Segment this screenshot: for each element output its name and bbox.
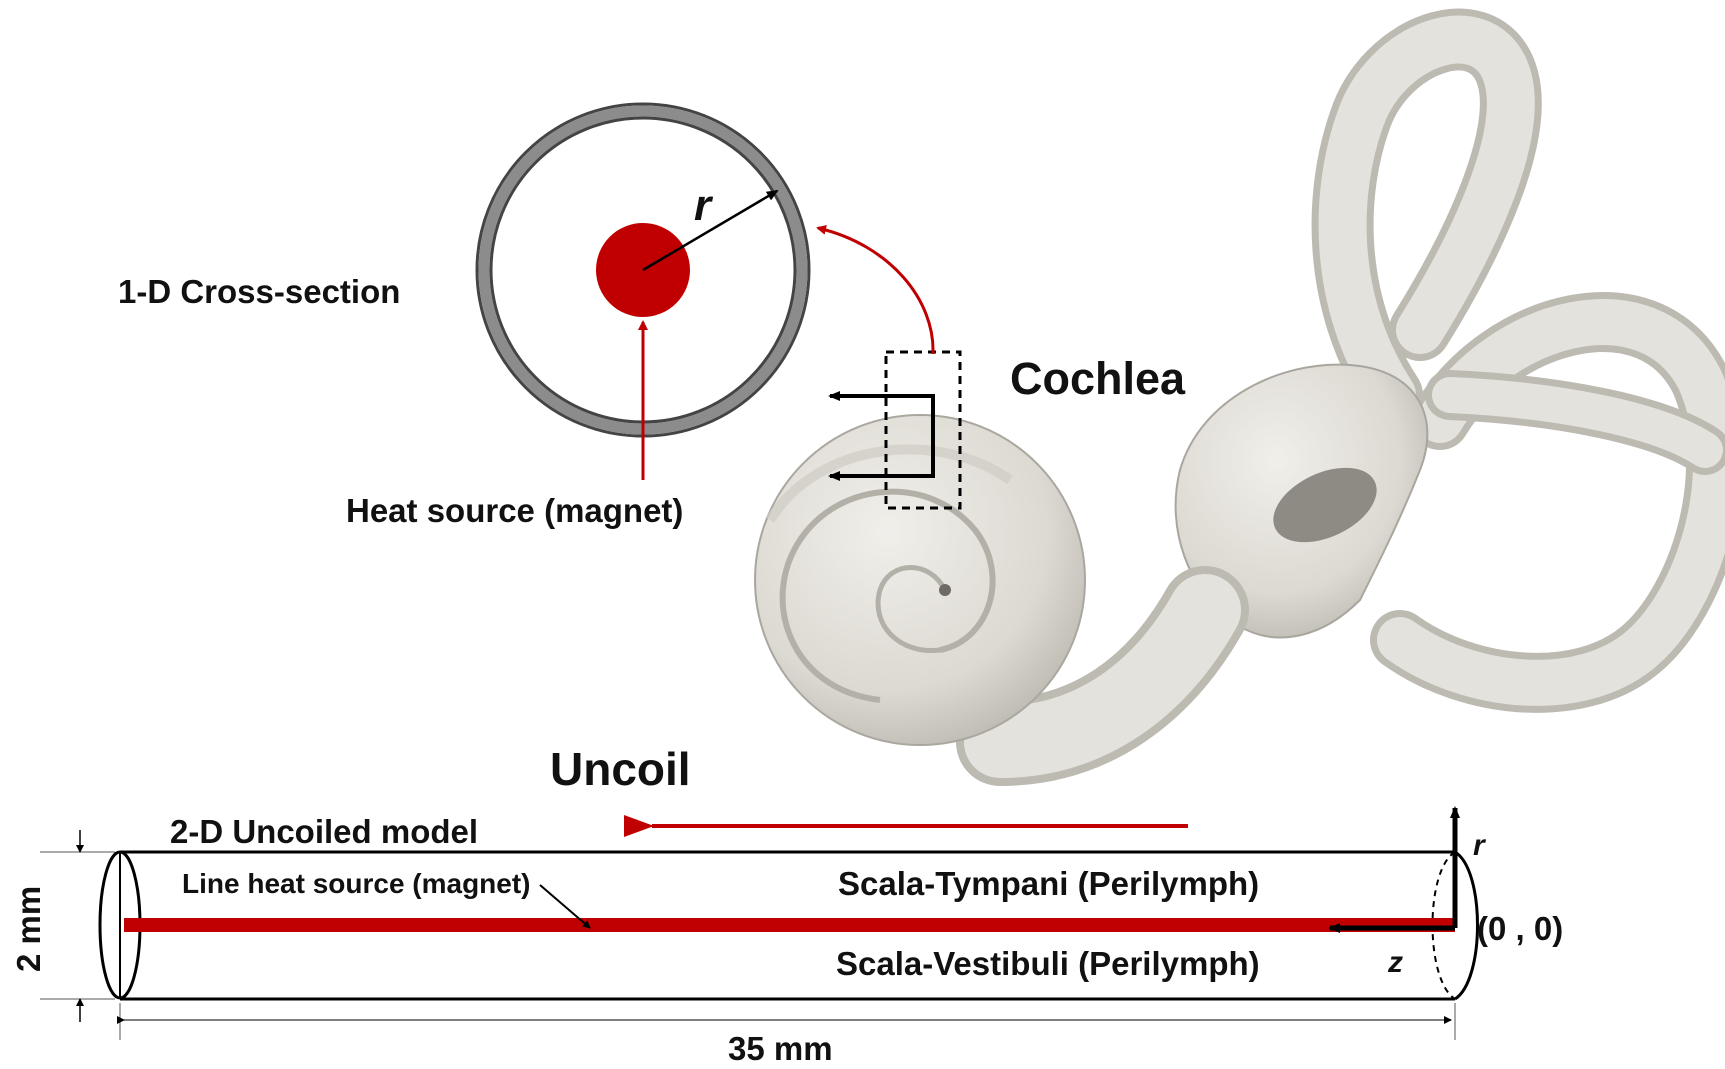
- r-axis-label: r: [1473, 829, 1487, 862]
- radius-label: r: [694, 181, 714, 230]
- height-dimension-label: 2 mm: [10, 886, 47, 972]
- cochlea-label: Cochlea: [1010, 353, 1186, 404]
- cochlea-illustration: [755, 40, 1716, 745]
- uncoiled-model-title: 2-D Uncoiled model: [170, 813, 478, 850]
- origin-label: (0 , 0): [1477, 910, 1563, 947]
- z-axis-label: z: [1387, 946, 1403, 979]
- cross-section-diagram: r 1-D Cross-section Heat source (magnet): [118, 104, 809, 529]
- line-heat-source: [124, 918, 1455, 932]
- cochlear-spiral: [755, 415, 1085, 745]
- scala-tympani-label: Scala-Tympani (Perilymph): [838, 865, 1259, 902]
- line-heat-source-label: Line heat source (magnet): [182, 868, 531, 899]
- cross-section-link-arrow: [818, 228, 933, 354]
- scala-vestibuli-label: Scala-Vestibuli (Perilymph): [836, 945, 1260, 982]
- length-dimension-label: 35 mm: [728, 1030, 833, 1064]
- uncoiled-model: 2-D Uncoiled model Line heat source (mag…: [100, 808, 1563, 999]
- uncoil-label: Uncoil: [550, 743, 691, 795]
- heat-source-label: Heat source (magnet): [346, 492, 683, 529]
- cross-section-title: 1-D Cross-section: [118, 273, 400, 310]
- cylinder-right-end-front: [1455, 852, 1478, 999]
